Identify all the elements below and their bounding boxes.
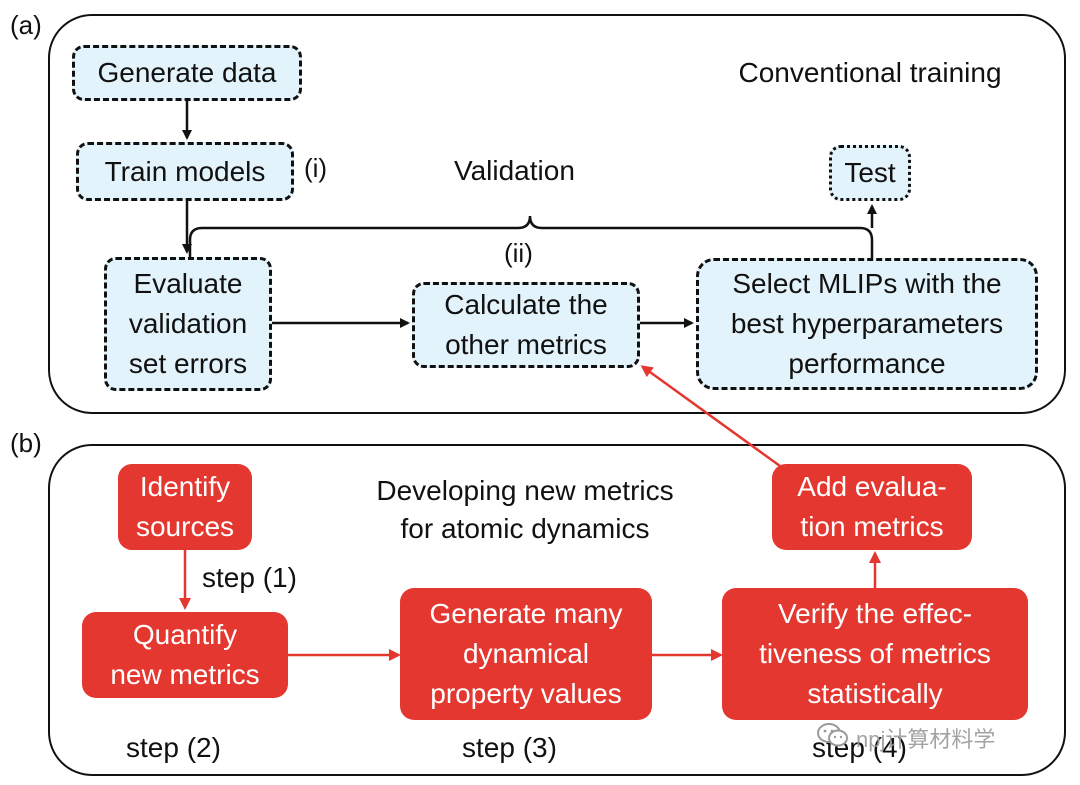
wechat-icon (817, 723, 848, 747)
node-select-line-2: best hyperparameters (730, 308, 1004, 339)
node-evaluate-line-3: set errors (128, 348, 248, 379)
node-add-line-2: tion metrics (800, 511, 944, 542)
node-verify-line-3: statistically (807, 678, 943, 709)
node-generate-many-line-2: dynamical (462, 638, 590, 669)
node-identify-line-2: sources (135, 511, 235, 542)
node-generate-many-line-1: Generate many (429, 598, 623, 629)
node-quantify-line-1: Quantify (132, 619, 238, 650)
arrow-add-to-calculate (640, 365, 781, 468)
validation-brace (188, 215, 874, 258)
panel-a-title: Conventional training (738, 57, 1002, 88)
node-verify-line-2: tiveness of metrics (759, 638, 991, 669)
node-quantify-line-2: new metrics (110, 659, 260, 690)
node-verify-effectiveness: Verify the effec- tiveness of metrics st… (722, 588, 1028, 720)
node-evaluate-validation: Evaluate validation set errors (104, 257, 272, 391)
panel-a-frame (48, 14, 1066, 414)
node-verify-line-1: Verify the effec- (777, 598, 973, 629)
node-generate-data: Generate data (72, 45, 302, 101)
panel-b-title-line-2: for atomic dynamics (400, 513, 650, 544)
panel-b-title: Developing new metrics for atomic dynami… (330, 472, 720, 548)
node-identify-line-1: Identify (139, 471, 231, 502)
panel-b-label: (b) (10, 428, 42, 458)
panel-b-title-line-1: Developing new metrics (376, 475, 674, 506)
node-evaluate-line-2: validation (128, 308, 248, 339)
node-identify-sources: Identify sources (118, 464, 252, 550)
marker-ii: (ii) (504, 238, 533, 268)
node-quantify-metrics: Quantify new metrics (82, 612, 288, 698)
validation-label: Validation (454, 155, 575, 186)
node-calculate-line-2: other metrics (445, 329, 607, 360)
panel-a-label: (a) (10, 10, 42, 40)
marker-i: (i) (304, 153, 328, 183)
node-add-line-1: Add evalua- (797, 471, 947, 502)
node-select-line-3: performance (788, 348, 946, 379)
node-select-mlips: Select MLIPs with the best hyperparamete… (696, 258, 1038, 390)
step-1-label: step (1) (202, 562, 297, 593)
watermark-text: npj计算材料学 (856, 727, 996, 752)
node-train-models: Train models (76, 142, 294, 201)
step-4-label: step (4) (812, 732, 907, 763)
node-test: Test (829, 145, 911, 201)
node-add-metrics: Add evalua- tion metrics (772, 464, 972, 550)
node-generate-many-line-3: property values (430, 678, 622, 709)
step-3-label: step (3) (462, 732, 557, 763)
node-calculate-metrics: Calculate the other metrics (412, 282, 640, 368)
step-2-label: step (2) (126, 732, 221, 763)
node-evaluate-line-1: Evaluate (133, 268, 243, 299)
panel-b-frame (48, 444, 1066, 776)
node-generate-many: Generate many dynamical property values (400, 588, 652, 720)
node-select-line-1: Select MLIPs with the (732, 268, 1002, 299)
node-calculate-line-1: Calculate the (444, 289, 608, 320)
